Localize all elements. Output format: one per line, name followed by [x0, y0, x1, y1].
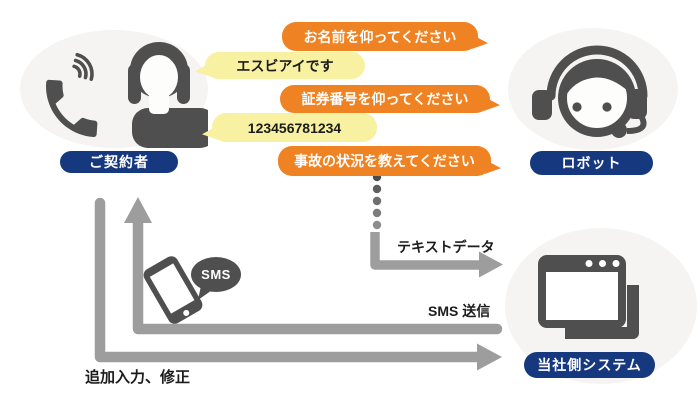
sms-balloon: SMS [191, 257, 241, 292]
chat-bubble-customer-policy: 123456781234 [212, 113, 377, 142]
customer-label-badge: ご契約者 [60, 151, 178, 173]
system-label-badge: 当社側システム [524, 352, 655, 378]
robot-avatar-ellipse [508, 28, 678, 150]
additional-input-label: 追加入力、修正 [85, 369, 191, 386]
robot-label-badge: ロボット [530, 151, 653, 175]
sms-send-label: SMS 送信 [428, 303, 491, 319]
chat-bubble-robot-policy: 証券番号を仰ってください [280, 85, 490, 113]
dotted-connector [372, 172, 382, 230]
chat-bubble-robot-accident: 事故の状況を教えてください [278, 146, 491, 176]
customer-avatar-ellipse [20, 30, 208, 148]
additional-input-arrow [94, 197, 502, 371]
text-data-label: テキストデータ [397, 239, 495, 255]
chat-bubble-customer-name: エスビアイです [205, 52, 365, 79]
chat-bubble-robot-name: お名前を仰ってください [282, 22, 478, 51]
